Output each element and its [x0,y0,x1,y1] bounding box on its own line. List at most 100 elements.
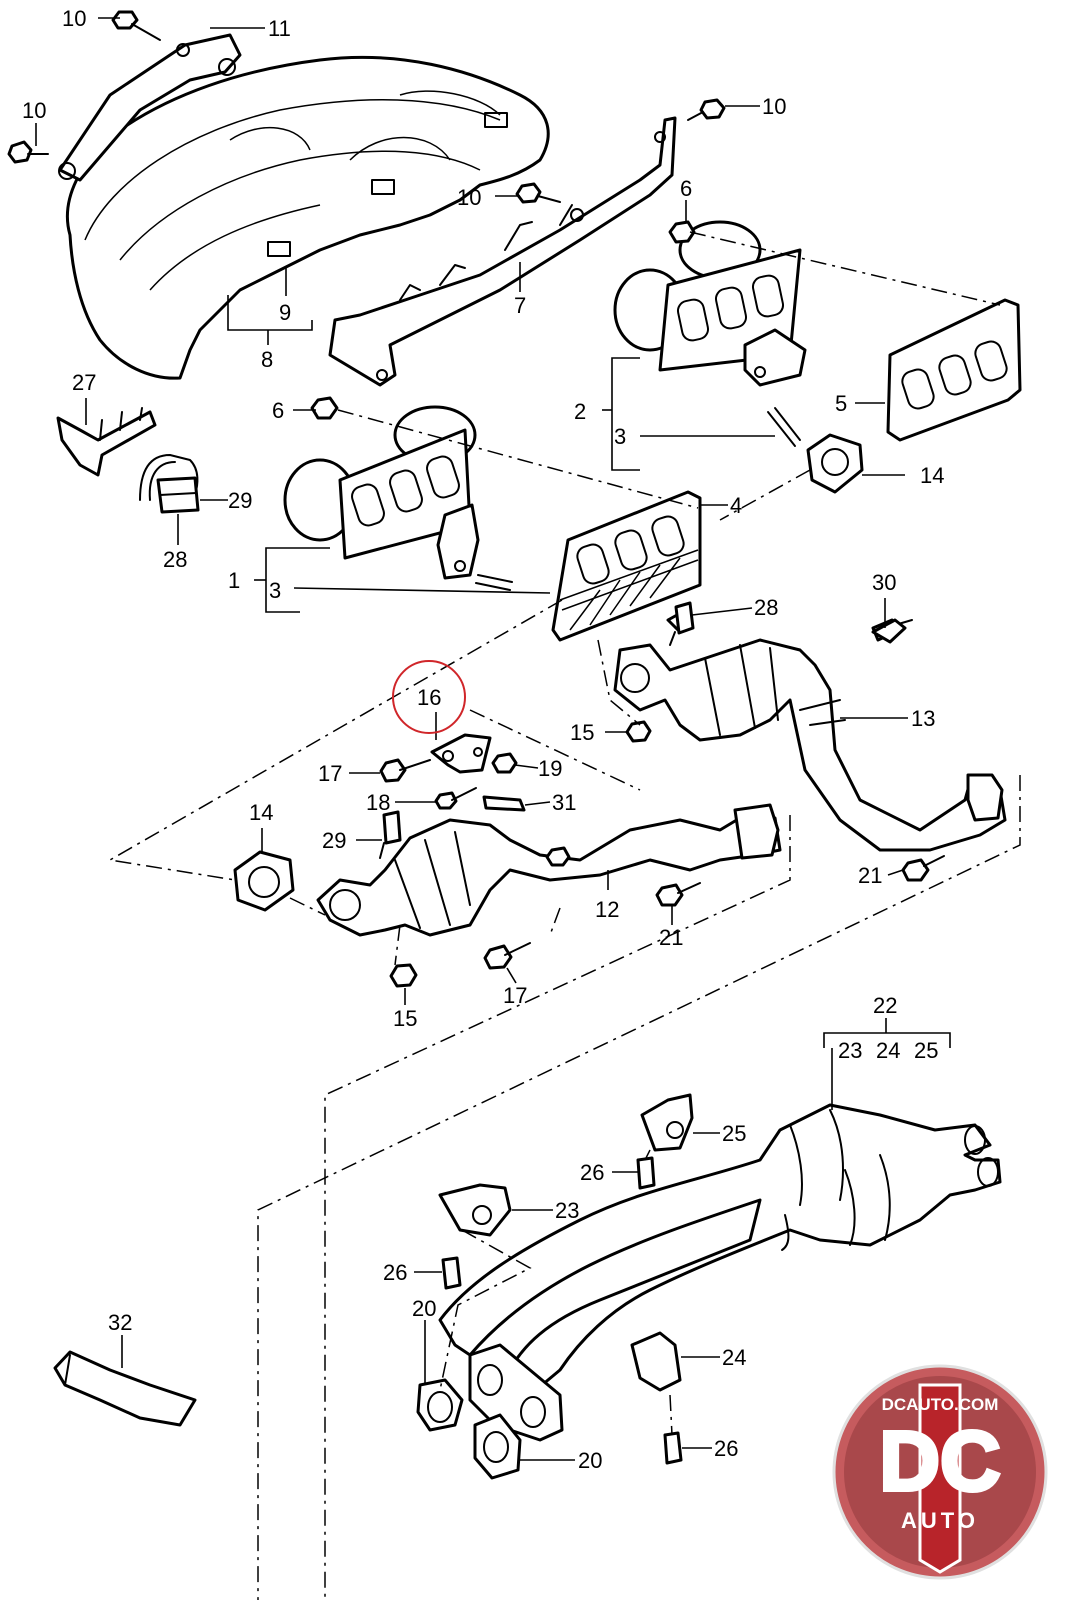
callout-1: 1 [228,568,240,593]
callout-32: 32 [108,1310,132,1335]
catalytic-converter-12 [316,803,782,937]
callout-15: 15 [393,1006,417,1031]
callout-24: 24 [722,1345,746,1370]
callout-labels: 10 11 10 10 10 6 9 8 7 5 2 3 14 27 6 29 … [22,6,944,1473]
logo-mark: DC [879,1414,1000,1508]
gasket-14-right [806,433,864,494]
screw-26-b [441,1256,462,1290]
callout-8: 8 [261,347,273,372]
nut-6-left [310,396,339,420]
callout-22: 22 [873,993,897,1018]
callout-2: 2 [574,399,586,424]
mount-25 [640,1093,694,1152]
exhaust-manifold-left [283,405,513,591]
screw-26-a [636,1156,656,1190]
callout-29: 29 [228,488,252,513]
callout-18: 18 [366,790,390,815]
callout-29: 29 [322,828,346,853]
bolt-17-top [379,758,431,783]
bolt-10-right [687,98,726,121]
connector-28-29 [139,454,200,514]
assembly-dash-lines [107,231,1021,1600]
callout-27: 27 [72,370,96,395]
callout-5: 5 [835,391,847,416]
callout-25: 25 [914,1038,938,1063]
callout-26: 26 [580,1160,604,1185]
callout-11: 11 [268,16,291,41]
o2-sensor-28 [669,601,695,646]
callout-6: 6 [680,176,692,201]
screw-26-c [663,1431,683,1465]
callout-24: 24 [876,1038,900,1063]
callout-3: 3 [269,578,281,603]
highlight-ring [392,660,466,734]
flange-20-a [416,1378,464,1432]
callout-10: 10 [457,185,481,210]
logo-url: DCAUTO.COM [882,1395,999,1414]
callout-28: 28 [754,595,778,620]
nut-19 [491,752,518,774]
nut-6-right [668,220,696,244]
callout-14: 14 [920,463,944,488]
bolt-10-left [7,140,49,164]
manifold-gasket-4 [551,490,702,642]
nut-15-left [389,963,418,988]
callout-23: 23 [838,1038,862,1063]
dcauto-logo: DCAUTO.COM DC AUTO [832,1364,1048,1580]
callout-7: 7 [514,293,526,318]
mount-24 [630,1331,682,1392]
callout-21: 21 [659,925,683,950]
callout-20: 20 [412,1296,436,1321]
logo-sub: AUTO [901,1508,979,1533]
sensor-30 [871,618,907,644]
mount-23 [438,1183,512,1237]
callout-21: 21 [858,863,882,888]
stud-31 [482,795,571,867]
o2-sensor-29 [379,810,402,859]
callout-6: 6 [272,398,284,423]
rear-exhaust-assembly-22 [438,1103,1002,1397]
callout-30: 30 [872,570,896,595]
leader-lines [35,17,951,1461]
callout-16: 16 [417,685,441,710]
shield-bracket [58,33,242,182]
bolt-10-mid [515,182,561,204]
callout-17: 17 [318,761,342,786]
bolt-21-right [901,855,945,882]
callout-17: 17 [503,983,527,1008]
callout-25: 25 [722,1121,746,1146]
catalytic-converter-13 [613,608,1007,852]
callout-3: 3 [614,424,626,449]
callout-10: 10 [762,94,786,119]
callout-26: 26 [383,1260,407,1285]
bracket-16 [430,733,492,774]
bolt-10-top [111,10,161,41]
bolt-21-left [655,882,701,907]
callout-10: 10 [22,98,46,123]
callout-20: 20 [578,1448,602,1473]
callout-14: 14 [249,800,273,825]
manifold-gasket-5 [886,298,1022,442]
callout-4: 4 [730,493,742,518]
exhaust-manifold-right [613,220,807,447]
gasket-14-left [233,850,295,912]
nut-15-right [625,720,652,743]
callout-23: 23 [555,1198,579,1223]
callout-26: 26 [714,1436,738,1461]
callout-13: 13 [911,706,935,731]
callout-28: 28 [163,547,187,572]
callout-19: 19 [538,756,562,781]
callout-31: 31 [552,790,576,815]
heat-shield [65,55,550,380]
callout-10: 10 [62,6,86,31]
bolt-18 [434,787,477,810]
callout-12: 12 [595,897,619,922]
callout-15: 15 [570,720,594,745]
callout-9: 9 [279,300,291,325]
sealant-tube-32 [53,1350,197,1427]
clip-27 [56,407,157,477]
bolt-17-bottom [483,942,531,970]
bracket-7 [328,116,677,387]
flange-20-c [473,1413,522,1480]
